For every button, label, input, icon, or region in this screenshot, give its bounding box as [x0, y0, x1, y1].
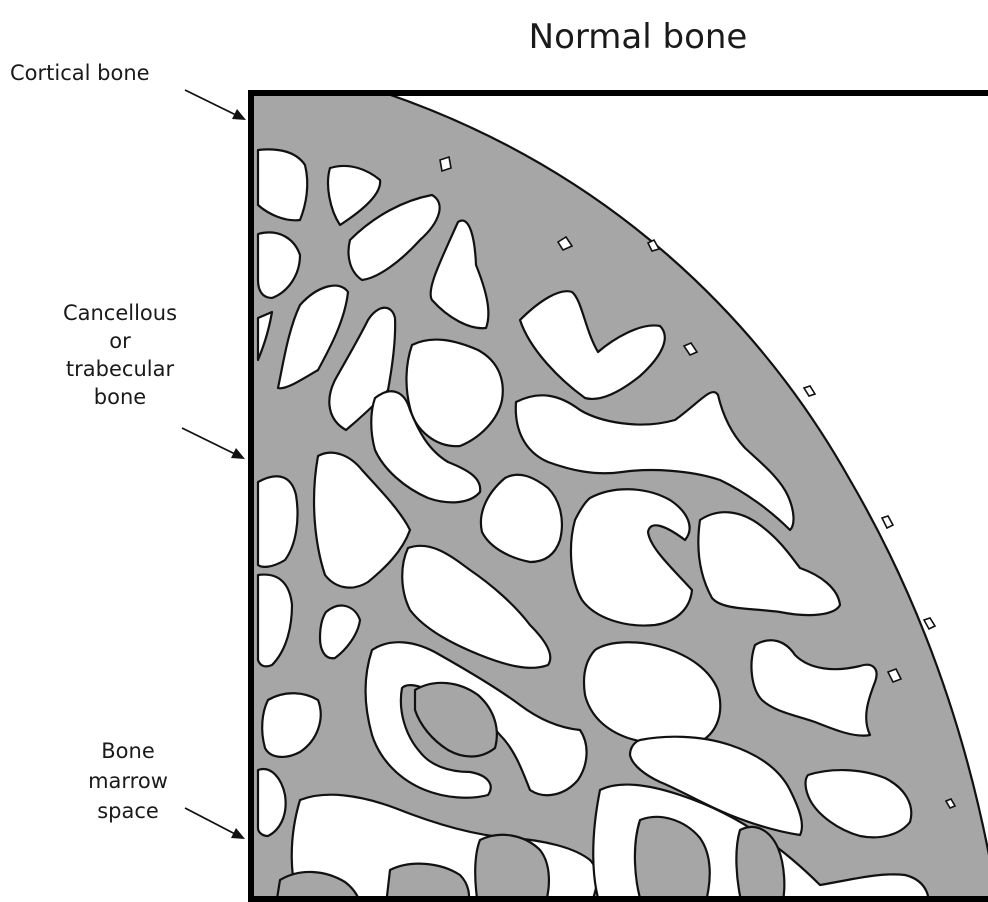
svg-text:trabecular: trabecular: [66, 357, 175, 381]
svg-text:Bone: Bone: [101, 739, 154, 763]
bone-section: [251, 93, 988, 902]
label-cortical-bone: Cortical bone: [10, 61, 150, 85]
svg-text:or: or: [109, 329, 131, 353]
arrow-cancellous-bone: [182, 428, 245, 459]
svg-text:marrow: marrow: [88, 769, 168, 793]
diagram-title: Normal bone: [529, 17, 748, 57]
label-cancellous-bone: Cancellous or trabecular bone: [63, 301, 177, 409]
svg-text:Cancellous: Cancellous: [63, 301, 177, 325]
arrow-cortical-bone: [185, 90, 246, 120]
svg-text:space: space: [97, 799, 159, 823]
label-bone-marrow-space: Bone marrow space: [88, 739, 168, 823]
svg-text:bone: bone: [94, 385, 146, 409]
arrow-bone-marrow-space: [185, 808, 245, 839]
